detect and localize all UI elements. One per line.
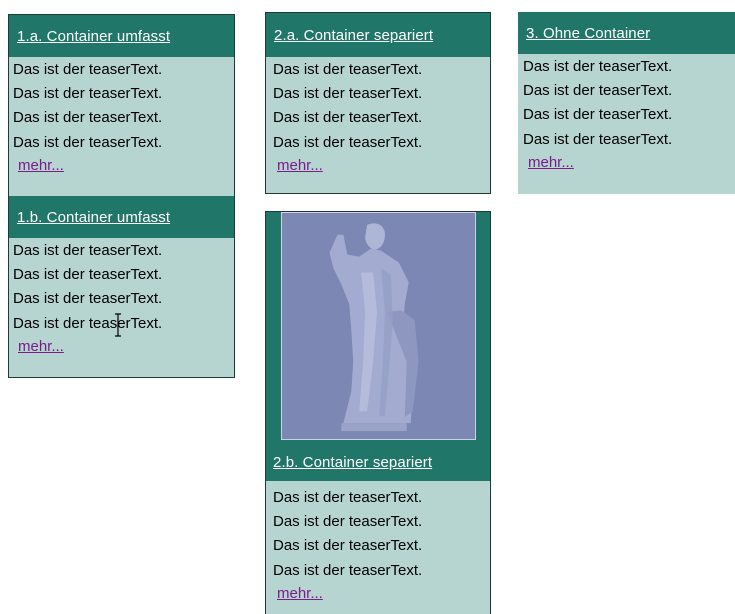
container-2b: 2.b. Container separiert Das ist der tea… xyxy=(265,211,491,614)
teaser-3-header: 3. Ohne Container xyxy=(518,12,735,54)
more-link[interactable]: mehr... xyxy=(18,337,64,355)
statue-image xyxy=(281,212,476,440)
teaser-2a-more: mehr... xyxy=(273,154,486,178)
teaser-2b-more: mehr... xyxy=(273,582,486,606)
teaser-1b-header: 1.b. Container umfasst xyxy=(9,196,234,238)
teaser-1a: 1.a. Container umfasst Das ist der tease… xyxy=(9,15,234,178)
teaser-2b-body: Das ist der teaserText. Das ist der teas… xyxy=(266,485,490,606)
teaser-text-line: Das ist der teaserText. xyxy=(273,61,423,78)
teaser-2a-headline-link[interactable]: 2.a. Container separiert xyxy=(274,27,434,44)
teaser-1b-more: mehr... xyxy=(13,335,230,359)
teaser-1a-header: 1.a. Container umfasst xyxy=(9,15,234,57)
more-link[interactable]: mehr... xyxy=(277,156,323,174)
teaser-2b-image-area: 2.b. Container separiert xyxy=(266,212,490,481)
teaser-text-line: Das ist der teaserText. xyxy=(273,561,423,579)
more-link[interactable]: mehr... xyxy=(18,156,64,174)
teaser-2a-body: Das ist der teaserText. Das ist der teas… xyxy=(266,57,490,178)
teaser-text-line: Das ist der teaserText. xyxy=(13,133,163,151)
teaser-2b-headline-link[interactable]: 2.b. Container separiert xyxy=(273,454,433,471)
more-link[interactable]: mehr... xyxy=(528,153,574,171)
teaser-1b-headline-link[interactable]: 1.b. Container umfasst xyxy=(17,209,171,226)
more-link[interactable]: mehr... xyxy=(277,584,323,602)
teaser-text-line: Das ist der teaserText. xyxy=(13,266,163,284)
teaser-text-line: Das ist der teaserText. xyxy=(13,314,163,332)
teaser-text-line: Das ist der teaserText. xyxy=(273,513,423,531)
teaser-text-line: Das ist der teaserText. xyxy=(273,537,423,555)
teaser-1a-body: Das ist der teaserText. Das ist der teas… xyxy=(9,57,234,178)
teaser-text-line: Das ist der teaserText. xyxy=(273,109,423,127)
teaser-1b: 1.b. Container umfasst Das ist der tease… xyxy=(9,196,234,359)
teaser-text-line: Das ist der teaserText. xyxy=(13,61,163,78)
container-1: 1.a. Container umfasst Das ist der tease… xyxy=(8,14,235,378)
teaser-text-line: Das ist der teaserText. xyxy=(273,489,423,506)
teaser-2a: 2.a. Container separiert Das ist der tea… xyxy=(266,13,490,178)
teaser-2a-header: 2.a. Container separiert xyxy=(266,13,490,57)
teaser-text-line: Das ist der teaserText. xyxy=(523,130,673,148)
teaser-text-line: Das ist der teaserText. xyxy=(13,109,163,127)
teaser-text-line: Das ist der teaserText. xyxy=(273,85,423,103)
teaser-text-line: Das ist der teaserText. xyxy=(523,106,673,124)
teaser-3-headline-link[interactable]: 3. Ohne Container xyxy=(526,25,651,42)
teaser-3-body: Das ist der teaserText. Das ist der teas… xyxy=(518,54,735,175)
teaser-text-line: Das ist der teaserText. xyxy=(273,133,423,151)
teaser-text-line: Das ist der teaserText. xyxy=(523,82,673,100)
teaser-3: 3. Ohne Container Das ist der teaserText… xyxy=(518,12,735,194)
teaser-2b-header: 2.b. Container separiert xyxy=(266,450,490,481)
teaser-text-line: Das ist der teaserText. xyxy=(13,242,163,259)
container-2a: 2.a. Container separiert Das ist der tea… xyxy=(265,12,491,194)
teaser-3-more: mehr... xyxy=(523,151,731,175)
teaser-text-line: Das ist der teaserText. xyxy=(13,85,163,103)
teaser-1a-headline-link[interactable]: 1.a. Container umfasst xyxy=(17,28,171,45)
text-cursor-icon xyxy=(115,313,121,337)
teaser-text-line: Das ist der teaserText. xyxy=(13,290,163,308)
teaser-1a-more: mehr... xyxy=(13,154,230,178)
teaser-1b-body: Das ist der teaserText. Das ist der teas… xyxy=(9,238,234,359)
teaser-text-line: Das ist der teaserText. xyxy=(523,58,673,75)
